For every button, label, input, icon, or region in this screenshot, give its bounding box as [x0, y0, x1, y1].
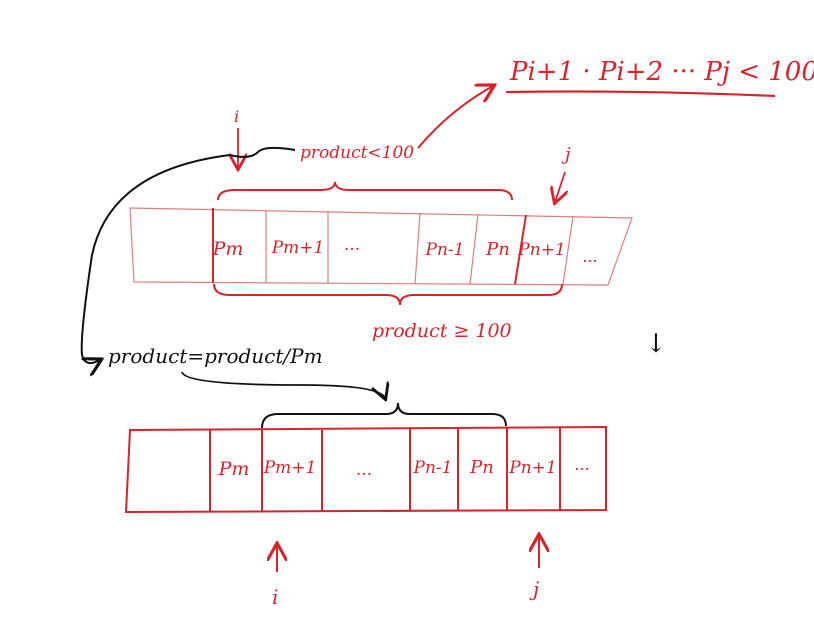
bottom-cell-label: Pn+1 [508, 458, 556, 478]
left-curve-arrow [80, 146, 296, 363]
bottom-cell-label: Pn [469, 457, 494, 478]
bottom-cell-label: Pn-1 [413, 458, 453, 478]
update-rule-text: product=product/Pm [108, 344, 323, 368]
top-cell-label: Pm [212, 238, 244, 260]
bottom-array: Pm Pm+1 ... Pn-1 Pn Pn+1 ... [124, 425, 607, 514]
top-array-divider [514, 214, 527, 285]
top-pointer-j: j [561, 144, 571, 165]
bottom-brace-label: product ≥ 100 [372, 320, 512, 342]
top-array-divider [469, 213, 479, 285]
top-cell-label: Pn+1 [517, 240, 565, 260]
top-pointer-i: i [234, 107, 239, 126]
top-array: Pm Pm+1 ... Pn-1 Pn Pn+1 ... [129, 207, 633, 286]
bottom-cell-label: ... [574, 455, 589, 474]
top-brace-label: product<100 [300, 143, 414, 163]
step-down-arrow: ↓ [645, 329, 667, 359]
bottom-curly-brace [213, 283, 563, 306]
top-array-divider [562, 215, 574, 285]
top-cell-label: Pn-1 [425, 240, 465, 260]
top-cell-label: ... [344, 235, 360, 255]
top-cell-label: Pn [485, 239, 510, 260]
top-pointer-j-arrow [555, 171, 565, 202]
top-array-outline [129, 207, 633, 286]
top-condition-text: Pi+1 · Pi+2 ··· Pj < 100 [509, 57, 814, 87]
bottom-cell-label: ... [356, 460, 372, 480]
bottom-cell-label: Pm [218, 458, 250, 480]
bottom-pointer-j: j [529, 577, 539, 601]
top-array-divider [414, 212, 421, 285]
bottom-pointer-i: i [272, 585, 278, 609]
top-cell-label: ... [582, 247, 597, 266]
to-condition-arrow [417, 86, 493, 149]
top-curly-brace [217, 181, 513, 201]
new-window-brace [261, 402, 507, 429]
rule-to-window-arrow [181, 371, 385, 398]
bottom-cell-label: Pm+1 [263, 458, 317, 478]
bottom-array-outline [124, 425, 607, 514]
condition-underline [505, 90, 776, 98]
top-cell-label: Pm+1 [271, 238, 325, 258]
